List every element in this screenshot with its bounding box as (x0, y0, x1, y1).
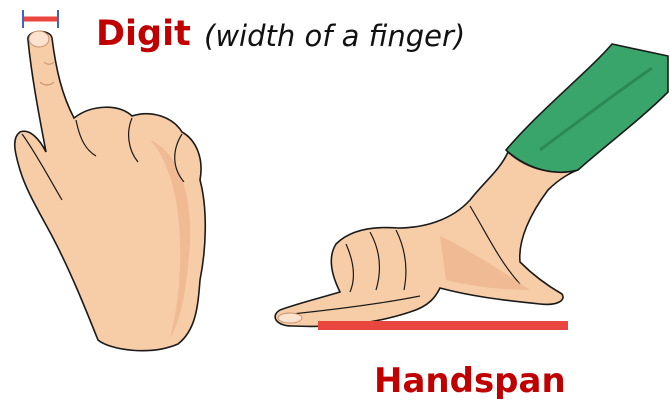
fingernail (278, 313, 302, 323)
handspan-hand-icon (275, 44, 668, 326)
digit-title: Digit (96, 10, 191, 58)
fingertip-nail (29, 31, 49, 47)
sleeve-shape (506, 44, 668, 172)
pointing-finger-hand-icon (15, 31, 206, 351)
digit-note: (width of a finger) (204, 14, 465, 58)
handspan-length-bar-icon (318, 321, 568, 330)
handspan-title: Handspan (374, 358, 566, 404)
hand-palm-shape (275, 152, 578, 326)
digit-width-marker-icon (23, 10, 58, 28)
